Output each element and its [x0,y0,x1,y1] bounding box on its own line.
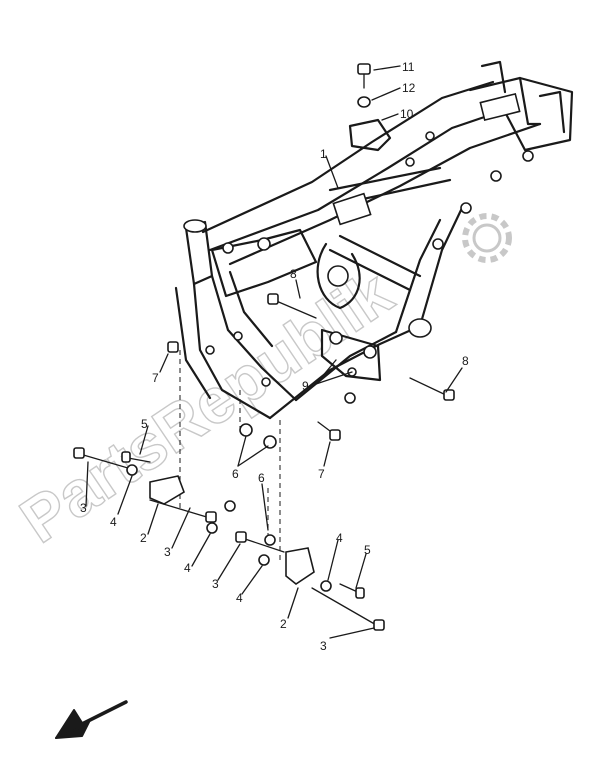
callout-6-left: 6 [232,467,239,481]
callout-3-d: 3 [320,639,327,653]
through-bolt-8-left [267,293,317,319]
callout-3-a: 3 [80,501,87,515]
callout-4-a: 4 [110,515,117,529]
callout-5-right: 5 [364,543,371,557]
callout-3-b: 3 [164,545,171,559]
main-frame [174,60,574,420]
callout-9: 9 [302,379,309,393]
callout-8-left: 8 [290,267,297,281]
callout-12: 12 [402,81,416,95]
front-arrow-icon [55,700,128,739]
callout-4-d: 4 [336,531,343,545]
leader-lines [85,65,463,639]
watermark-text: PartsRepublik [8,256,405,557]
bolt-7-right [317,421,341,441]
callouts: 11 12 10 1 8 8 7 7 9 6 6 5 5 4 4 4 4 3 3… [80,60,469,653]
gear-icon [462,213,512,263]
callout-2-a: 2 [140,531,147,545]
right-mount-assembly [235,420,385,631]
callout-7-right: 7 [318,467,325,481]
through-bolt-8-right [409,377,455,401]
callout-7-left: 7 [152,371,159,385]
callout-4-c: 4 [236,591,243,605]
callout-1: 1 [320,147,327,161]
callout-6-right: 6 [258,471,265,485]
callout-3-c: 3 [212,577,219,591]
callout-4-b: 4 [184,561,191,575]
callout-10: 10 [400,107,414,121]
washer-12 [357,96,371,108]
bolt-11 [357,63,371,89]
callout-8-right: 8 [462,354,469,368]
callout-5-left: 5 [141,417,148,431]
callout-11: 11 [402,60,415,74]
callout-2-b: 2 [280,617,287,631]
